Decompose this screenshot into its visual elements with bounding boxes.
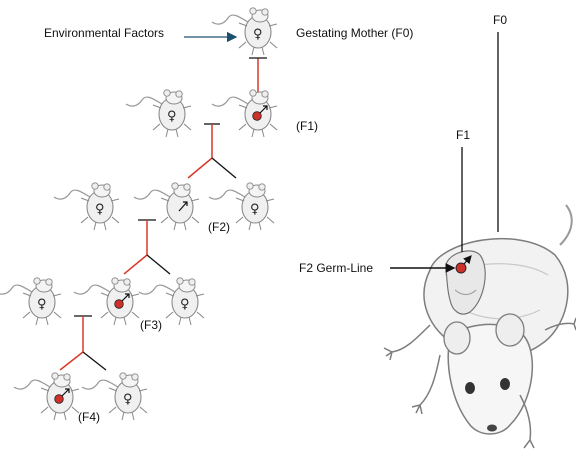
male-symbol — [178, 201, 188, 212]
f1-branch-left — [187, 157, 213, 179]
gestating-mother-label: Gestating Mother (F0) — [296, 26, 413, 40]
male-symbol — [259, 105, 268, 114]
f2-branch-right — [146, 254, 171, 275]
large-mouse-illustration — [383, 204, 576, 449]
male-symbol — [61, 388, 70, 397]
mouse-f3-female-left: ♀ — [0, 277, 62, 326]
f1-branch-right — [211, 157, 237, 179]
female-symbol: ♀ — [95, 202, 105, 217]
mouse-f2-female-left: ♀ — [53, 182, 120, 231]
f3-label: (F3) — [140, 318, 162, 332]
big-f0-label: F0 — [493, 13, 507, 27]
female-symbol: ♀ — [250, 202, 260, 217]
f2-branch-left — [123, 254, 148, 275]
mouse-f3-male — [73, 277, 140, 326]
mouse-f4-male — [13, 372, 80, 421]
mouse-f2-female-right: ♀ — [208, 182, 275, 231]
f4-label: (F4) — [78, 410, 100, 424]
mouse-f1-male — [211, 89, 278, 138]
mouse-f3-female-right: ♀ — [138, 277, 205, 326]
germline-dot — [54, 394, 64, 404]
f2-germline-dot — [455, 262, 467, 274]
female-symbol: ♀ — [167, 109, 177, 124]
female-symbol: ♀ — [253, 27, 263, 42]
f3-branch-left — [59, 351, 84, 371]
germline-dot — [252, 111, 262, 121]
big-f1-label: F1 — [456, 128, 470, 142]
female-symbol: ♀ — [37, 297, 47, 312]
f3-branch-right — [82, 351, 107, 371]
mouse-f1-female: ♀ — [125, 89, 192, 138]
f1-label: (F1) — [296, 119, 318, 133]
mouse-f2-male — [133, 182, 200, 231]
f2-label: (F2) — [208, 220, 230, 234]
f2-germline-label: F2 Germ-Line — [299, 261, 373, 275]
female-symbol: ♀ — [180, 297, 190, 312]
germline-dot — [114, 299, 124, 309]
mouse-f0-mother: ♀ — [211, 7, 278, 56]
female-symbol: ♀ — [123, 392, 133, 407]
mouse-f4-female: ♀ — [81, 372, 148, 421]
male-symbol — [121, 293, 130, 302]
environmental-factors-label: Environmental Factors — [44, 26, 164, 40]
